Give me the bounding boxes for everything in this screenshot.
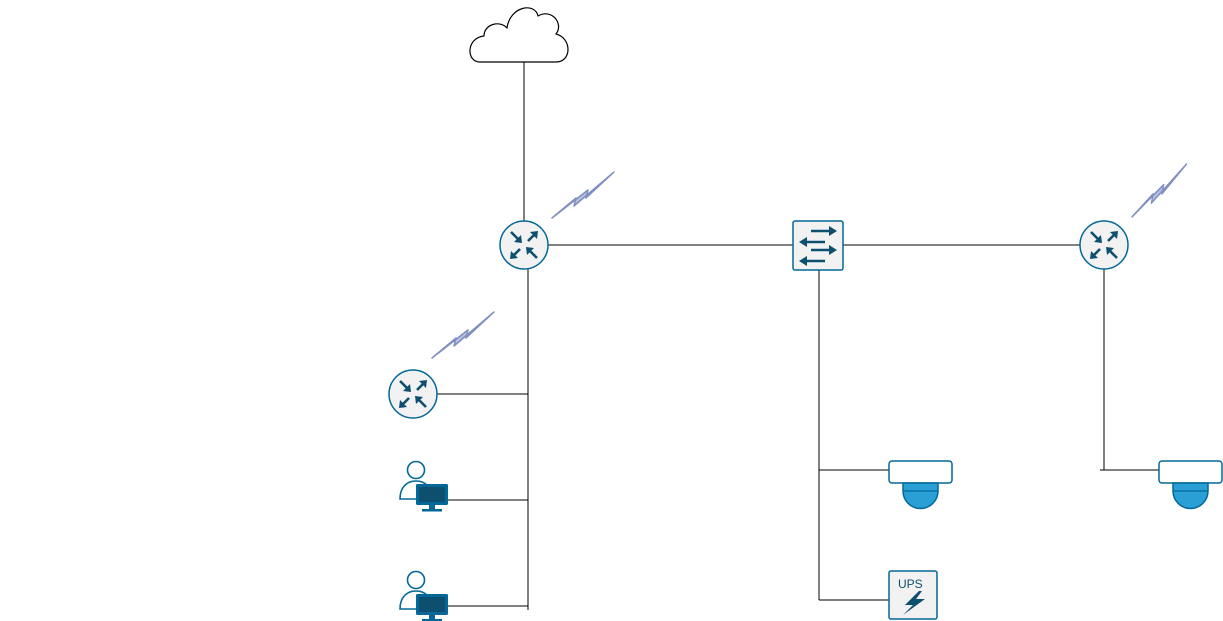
wireless-icon bbox=[551, 171, 615, 219]
cloud-icon[interactable] bbox=[469, 7, 569, 63]
dome-camera-icon[interactable] bbox=[888, 460, 953, 510]
ups-icon[interactable]: UPS bbox=[888, 570, 938, 620]
switch-icon[interactable] bbox=[792, 220, 844, 271]
user-workstation-icon[interactable] bbox=[399, 460, 449, 513]
user-workstation-icon[interactable] bbox=[399, 570, 449, 621]
dome-camera-icon[interactable] bbox=[1158, 460, 1223, 510]
router-icon[interactable] bbox=[387, 368, 439, 420]
router-icon[interactable] bbox=[498, 219, 550, 271]
ups-label: UPS bbox=[898, 577, 923, 591]
router-icon[interactable] bbox=[1078, 219, 1130, 271]
wireless-icon bbox=[1131, 163, 1188, 218]
connection-lines bbox=[437, 62, 1159, 610]
wireless-icon bbox=[431, 311, 495, 359]
